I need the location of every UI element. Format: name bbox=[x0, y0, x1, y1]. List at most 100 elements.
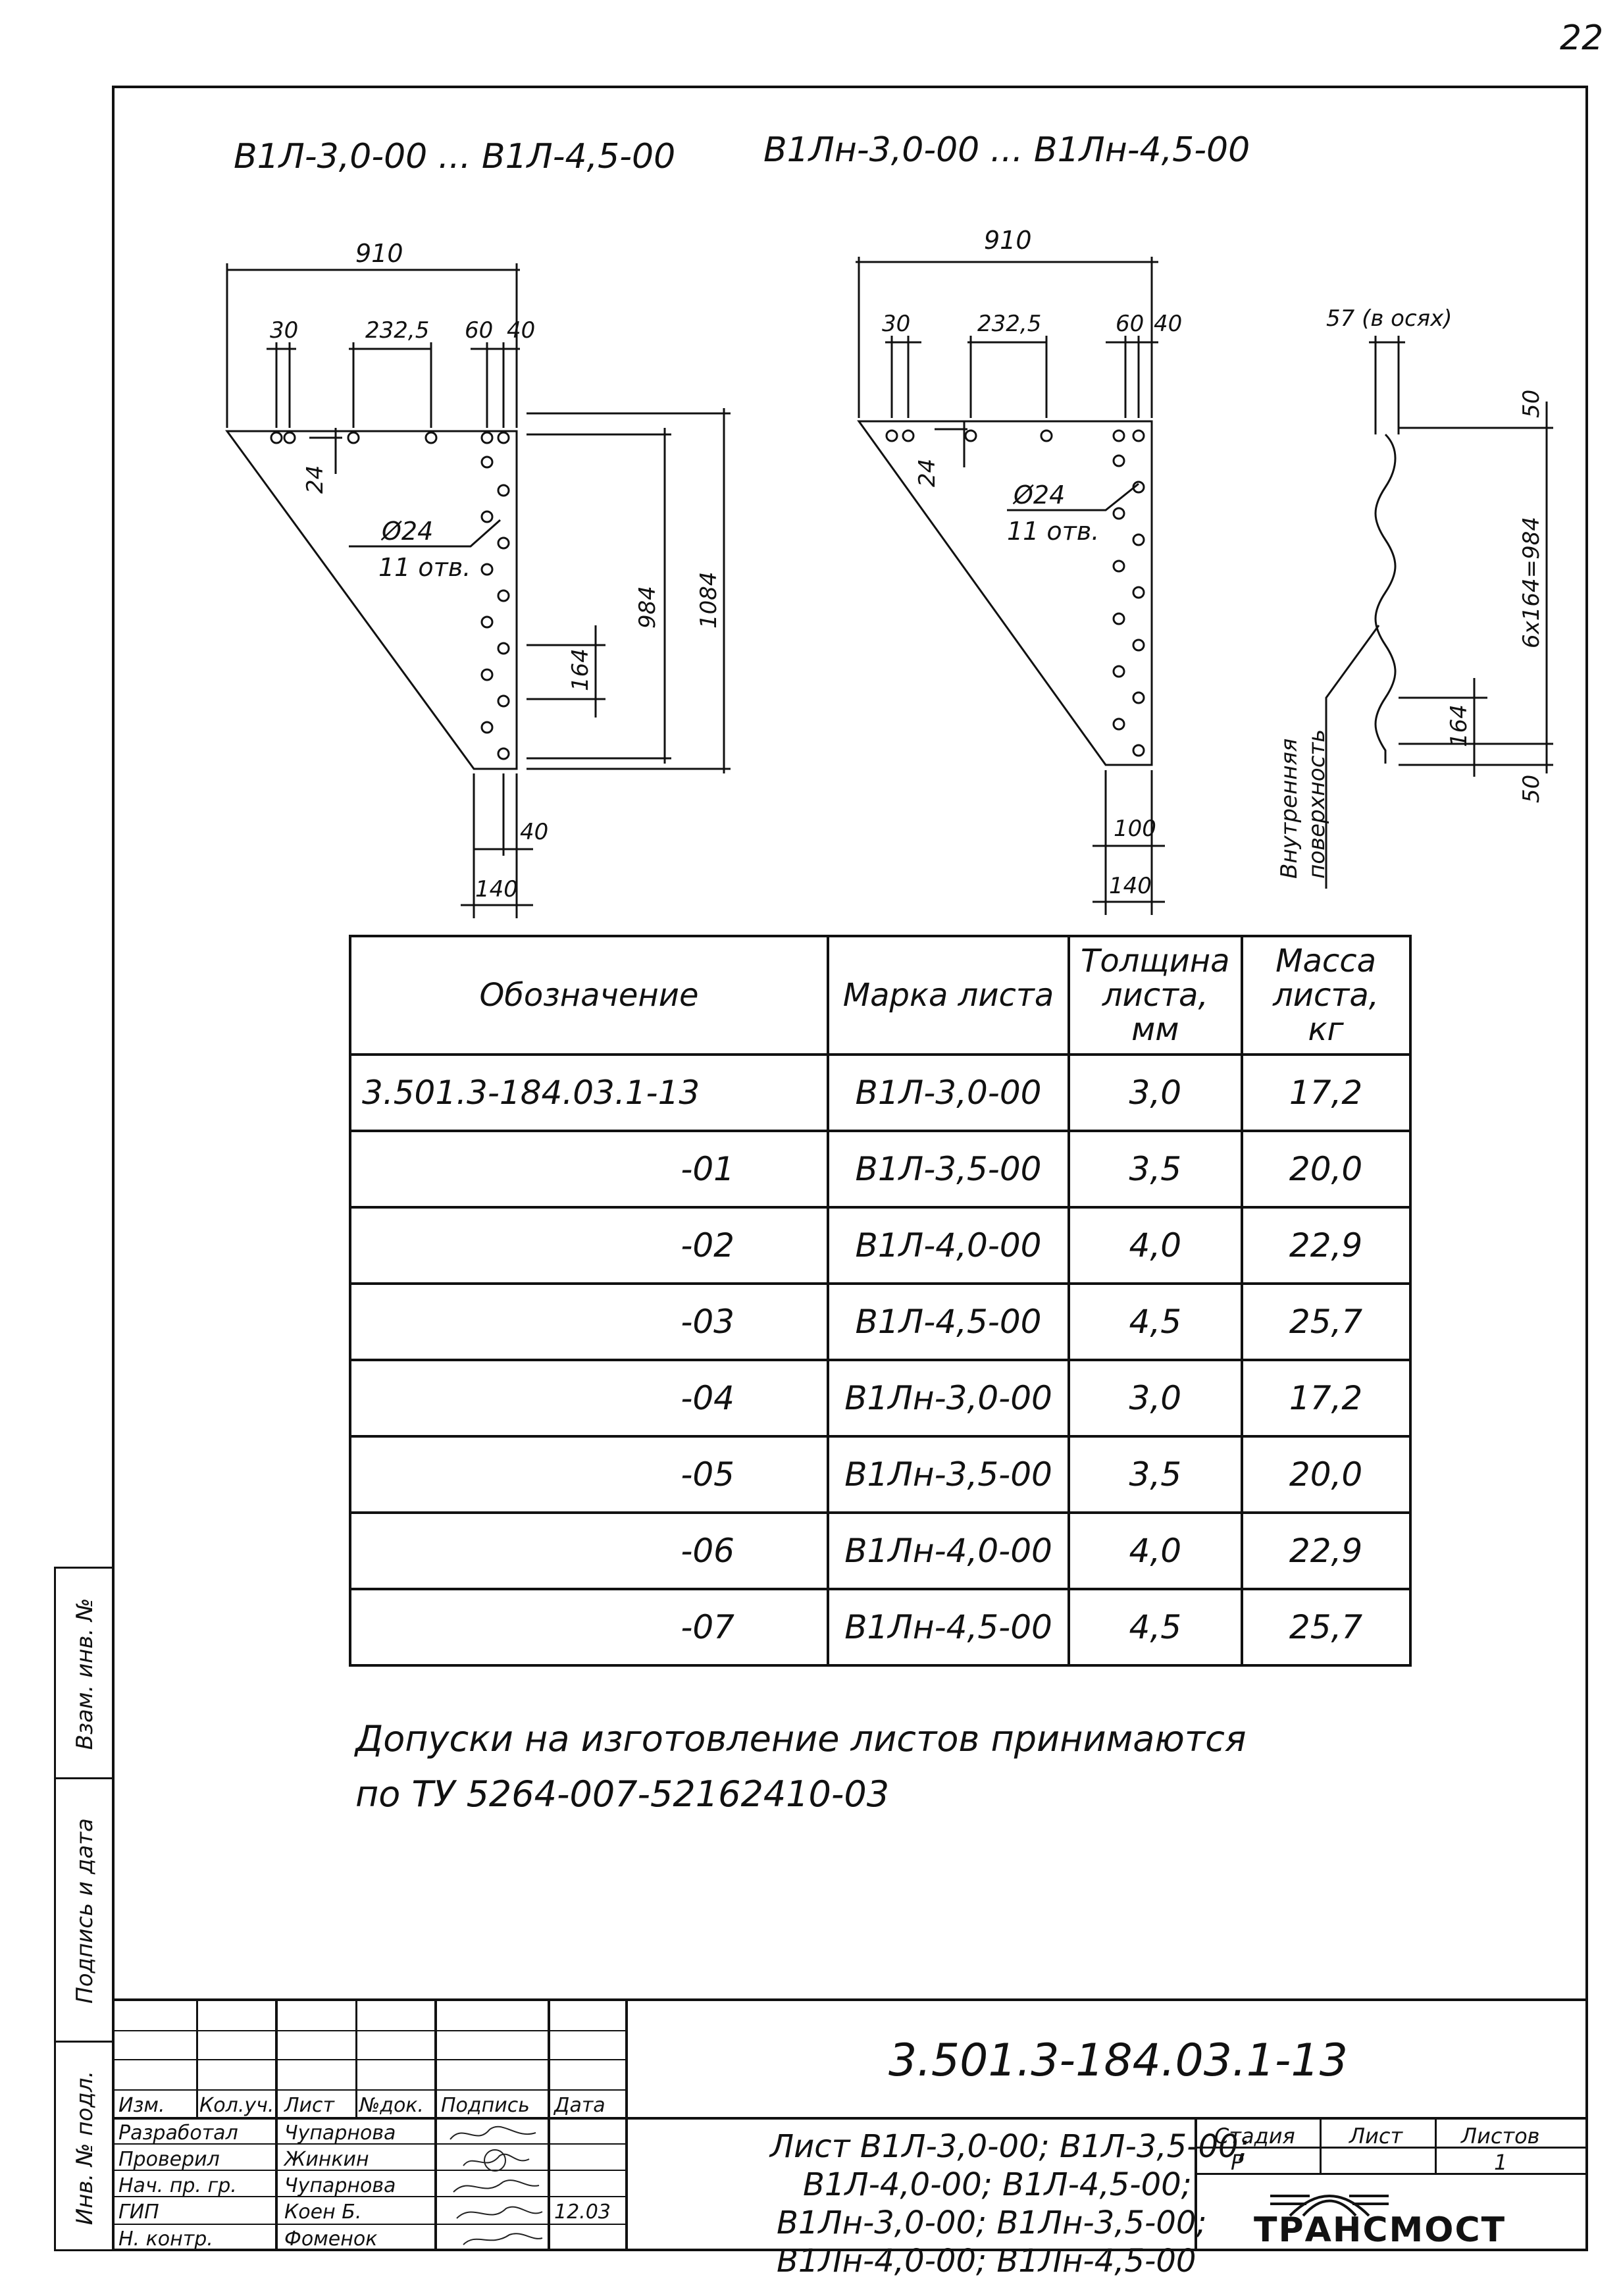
left-dim-40-bottom: 40 bbox=[520, 819, 548, 845]
header-designation: Обозначение bbox=[349, 935, 829, 1056]
cell-mass: 20,0 bbox=[1240, 1435, 1412, 1514]
section-inner-line2: поверхность bbox=[1304, 729, 1330, 879]
left-dim-60: 60 bbox=[465, 317, 493, 344]
cell-designation: -02 bbox=[349, 1206, 829, 1285]
cell-designation: -03 bbox=[349, 1282, 829, 1361]
cell-thickness: 4,5 bbox=[1068, 1588, 1243, 1667]
header-left: В1Л-3,0-00 ... В1Л-4,5-00 bbox=[234, 137, 675, 176]
sheets-value: 1 bbox=[1494, 2150, 1508, 2175]
right-dim-60: 60 bbox=[1116, 311, 1144, 337]
header-mark: Марка листа bbox=[827, 935, 1070, 1056]
drawing-frame bbox=[112, 86, 1588, 2251]
side-stamp-strip: Взам. инв. № Подпись и дата Инв. № подл. bbox=[54, 1567, 112, 2251]
cell-thickness: 3,5 bbox=[1068, 1130, 1243, 1209]
section-inner-line1: Внутренняя bbox=[1276, 739, 1302, 879]
name-developer: Чупарнова bbox=[284, 2122, 396, 2145]
cell-mark: В1Л-4,5-00 bbox=[827, 1282, 1070, 1361]
cell-thickness: 4,0 bbox=[1068, 1206, 1243, 1285]
cell-mass: 17,2 bbox=[1240, 1359, 1412, 1438]
cell-thickness: 3,5 bbox=[1068, 1435, 1243, 1514]
right-plate-outline bbox=[857, 420, 1153, 766]
side-cell-sign-date: Подпись и дата bbox=[54, 1777, 112, 2041]
role-developer: Разработал bbox=[118, 2122, 238, 2145]
right-dim-24: 24 bbox=[914, 459, 940, 487]
right-dim-100: 100 bbox=[1114, 816, 1156, 842]
table-row: 3.501.3-184.03.1-13 В1Л-3,0-00 3,0 17,2 bbox=[349, 1053, 1412, 1132]
cell-mass: 22,9 bbox=[1240, 1206, 1412, 1285]
cell-designation: 3.501.3-184.03.1-13 bbox=[349, 1053, 829, 1132]
stage-label: Стадия bbox=[1214, 2124, 1295, 2149]
cell-designation: -04 bbox=[349, 1359, 829, 1438]
doc-code: 3.501.3-184.03.1-13 bbox=[888, 2035, 1348, 2087]
name-checker: Жинкин bbox=[284, 2148, 369, 2171]
technical-drawing: В1Л-3,0-00 ... В1Л-4,5-00 В1Лн-3,0-00 ..… bbox=[225, 130, 1553, 918]
signatures bbox=[450, 2126, 543, 2245]
right-dim-40-top: 40 bbox=[1154, 311, 1182, 337]
side-cell-inv-replaced: Взам. инв. № bbox=[54, 1567, 112, 1777]
tolerance-note: Допуски на изготовление листов принимают… bbox=[355, 1711, 1246, 1822]
cell-designation: -07 bbox=[349, 1588, 829, 1667]
sheets-label: Листов bbox=[1461, 2124, 1540, 2149]
left-dim-910: 910 bbox=[355, 239, 403, 268]
side-label-inv-replaced: Взам. инв. № bbox=[72, 1598, 98, 1750]
cell-designation: -05 bbox=[349, 1435, 829, 1514]
title-block: 3.501.3-184.03.1-13 Изм. Кол.уч. Лист №д… bbox=[112, 1998, 1588, 2280]
left-dim-164: 164 bbox=[567, 648, 594, 691]
right-dim-232: 232,5 bbox=[977, 311, 1041, 337]
doc-title-line: В1Лн-3,0-00; В1Лн-3,5-00; bbox=[777, 2205, 1207, 2241]
left-holes-count: 11 отв. bbox=[378, 553, 471, 582]
col-signature: Подпись bbox=[441, 2094, 530, 2117]
left-dim-1084: 1084 bbox=[696, 571, 722, 629]
left-dim-232: 232,5 bbox=[365, 317, 429, 344]
left-dim-984: 984 bbox=[634, 586, 661, 629]
tolerance-note-line1: Допуски на изготовление листов принимают… bbox=[355, 1718, 1247, 1760]
company-name: ТРАНСМОСТ bbox=[1254, 2210, 1506, 2250]
table-row: -07 В1Лн-4,5-00 4,5 25,7 bbox=[349, 1588, 1412, 1667]
doc-title-line: В1Лн-4,0-00; В1Лн-4,5-00 bbox=[777, 2243, 1196, 2280]
role-gip: ГИП bbox=[118, 2201, 159, 2224]
company-logo-icon bbox=[1270, 2195, 1389, 2217]
cell-thickness: 3,0 bbox=[1068, 1053, 1243, 1132]
section-dim-164: 164 bbox=[1446, 704, 1472, 747]
right-dim-140: 140 bbox=[1109, 873, 1152, 899]
sheet-label: Лист bbox=[1349, 2124, 1403, 2149]
left-dim-140: 140 bbox=[475, 876, 518, 902]
stage-value: Р bbox=[1231, 2150, 1244, 2175]
page-number: 22 bbox=[1560, 18, 1604, 58]
left-dim-30: 30 bbox=[270, 317, 298, 344]
left-plate-outline bbox=[225, 430, 518, 770]
col-date: Дата bbox=[554, 2094, 605, 2117]
cell-mark: В1Л-3,5-00 bbox=[827, 1130, 1070, 1209]
cell-mark: В1Лн-4,0-00 bbox=[827, 1511, 1070, 1590]
spec-table: Обозначение Марка листа Толщина листа, м… bbox=[349, 935, 1412, 1667]
header-thickness: Толщина листа, мм bbox=[1068, 935, 1243, 1056]
cell-mass: 20,0 bbox=[1240, 1130, 1412, 1209]
section-dim-50-top: 50 bbox=[1518, 390, 1545, 418]
name-gip: Коен Б. bbox=[284, 2201, 362, 2224]
doc-title-line: Лист В1Л-3,0-00; В1Л-3,5-00; bbox=[770, 2128, 1249, 2165]
table-row: -04 В1Лн-3,0-00 3,0 17,2 bbox=[349, 1359, 1412, 1438]
left-dim-40-top: 40 bbox=[507, 317, 535, 344]
cell-thickness: 4,0 bbox=[1068, 1511, 1243, 1590]
right-dim-30: 30 bbox=[882, 311, 910, 337]
col-izm: Изм. bbox=[118, 2094, 165, 2117]
sign-date: 12.03 bbox=[554, 2201, 611, 2224]
right-hole-dia: Ø24 bbox=[1012, 481, 1065, 509]
role-group-head: Нач. пр. гр. bbox=[118, 2174, 237, 2197]
cell-mark: В1Лн-3,5-00 bbox=[827, 1435, 1070, 1514]
cell-thickness: 4,5 bbox=[1068, 1282, 1243, 1361]
col-doc-no: №док. bbox=[359, 2094, 424, 2117]
cell-designation: -01 bbox=[349, 1130, 829, 1209]
corrugated-profile bbox=[1374, 433, 1397, 764]
table-row: -06 В1Лн-4,0-00 4,0 22,9 bbox=[349, 1511, 1412, 1590]
left-dim-24: 24 bbox=[302, 465, 328, 494]
name-group-head: Чупарнова bbox=[284, 2174, 396, 2197]
cell-mass: 25,7 bbox=[1240, 1588, 1412, 1667]
right-holes-count: 11 отв. bbox=[1007, 517, 1099, 546]
cell-mass: 25,7 bbox=[1240, 1282, 1412, 1361]
col-kol-uch: Кол.уч. bbox=[199, 2094, 274, 2117]
table-row: -03 В1Л-4,5-00 4,5 25,7 bbox=[349, 1282, 1412, 1361]
table-row: -05 В1Лн-3,5-00 3,5 20,0 bbox=[349, 1435, 1412, 1514]
cell-mass: 17,2 bbox=[1240, 1053, 1412, 1132]
cell-mass: 22,9 bbox=[1240, 1511, 1412, 1590]
